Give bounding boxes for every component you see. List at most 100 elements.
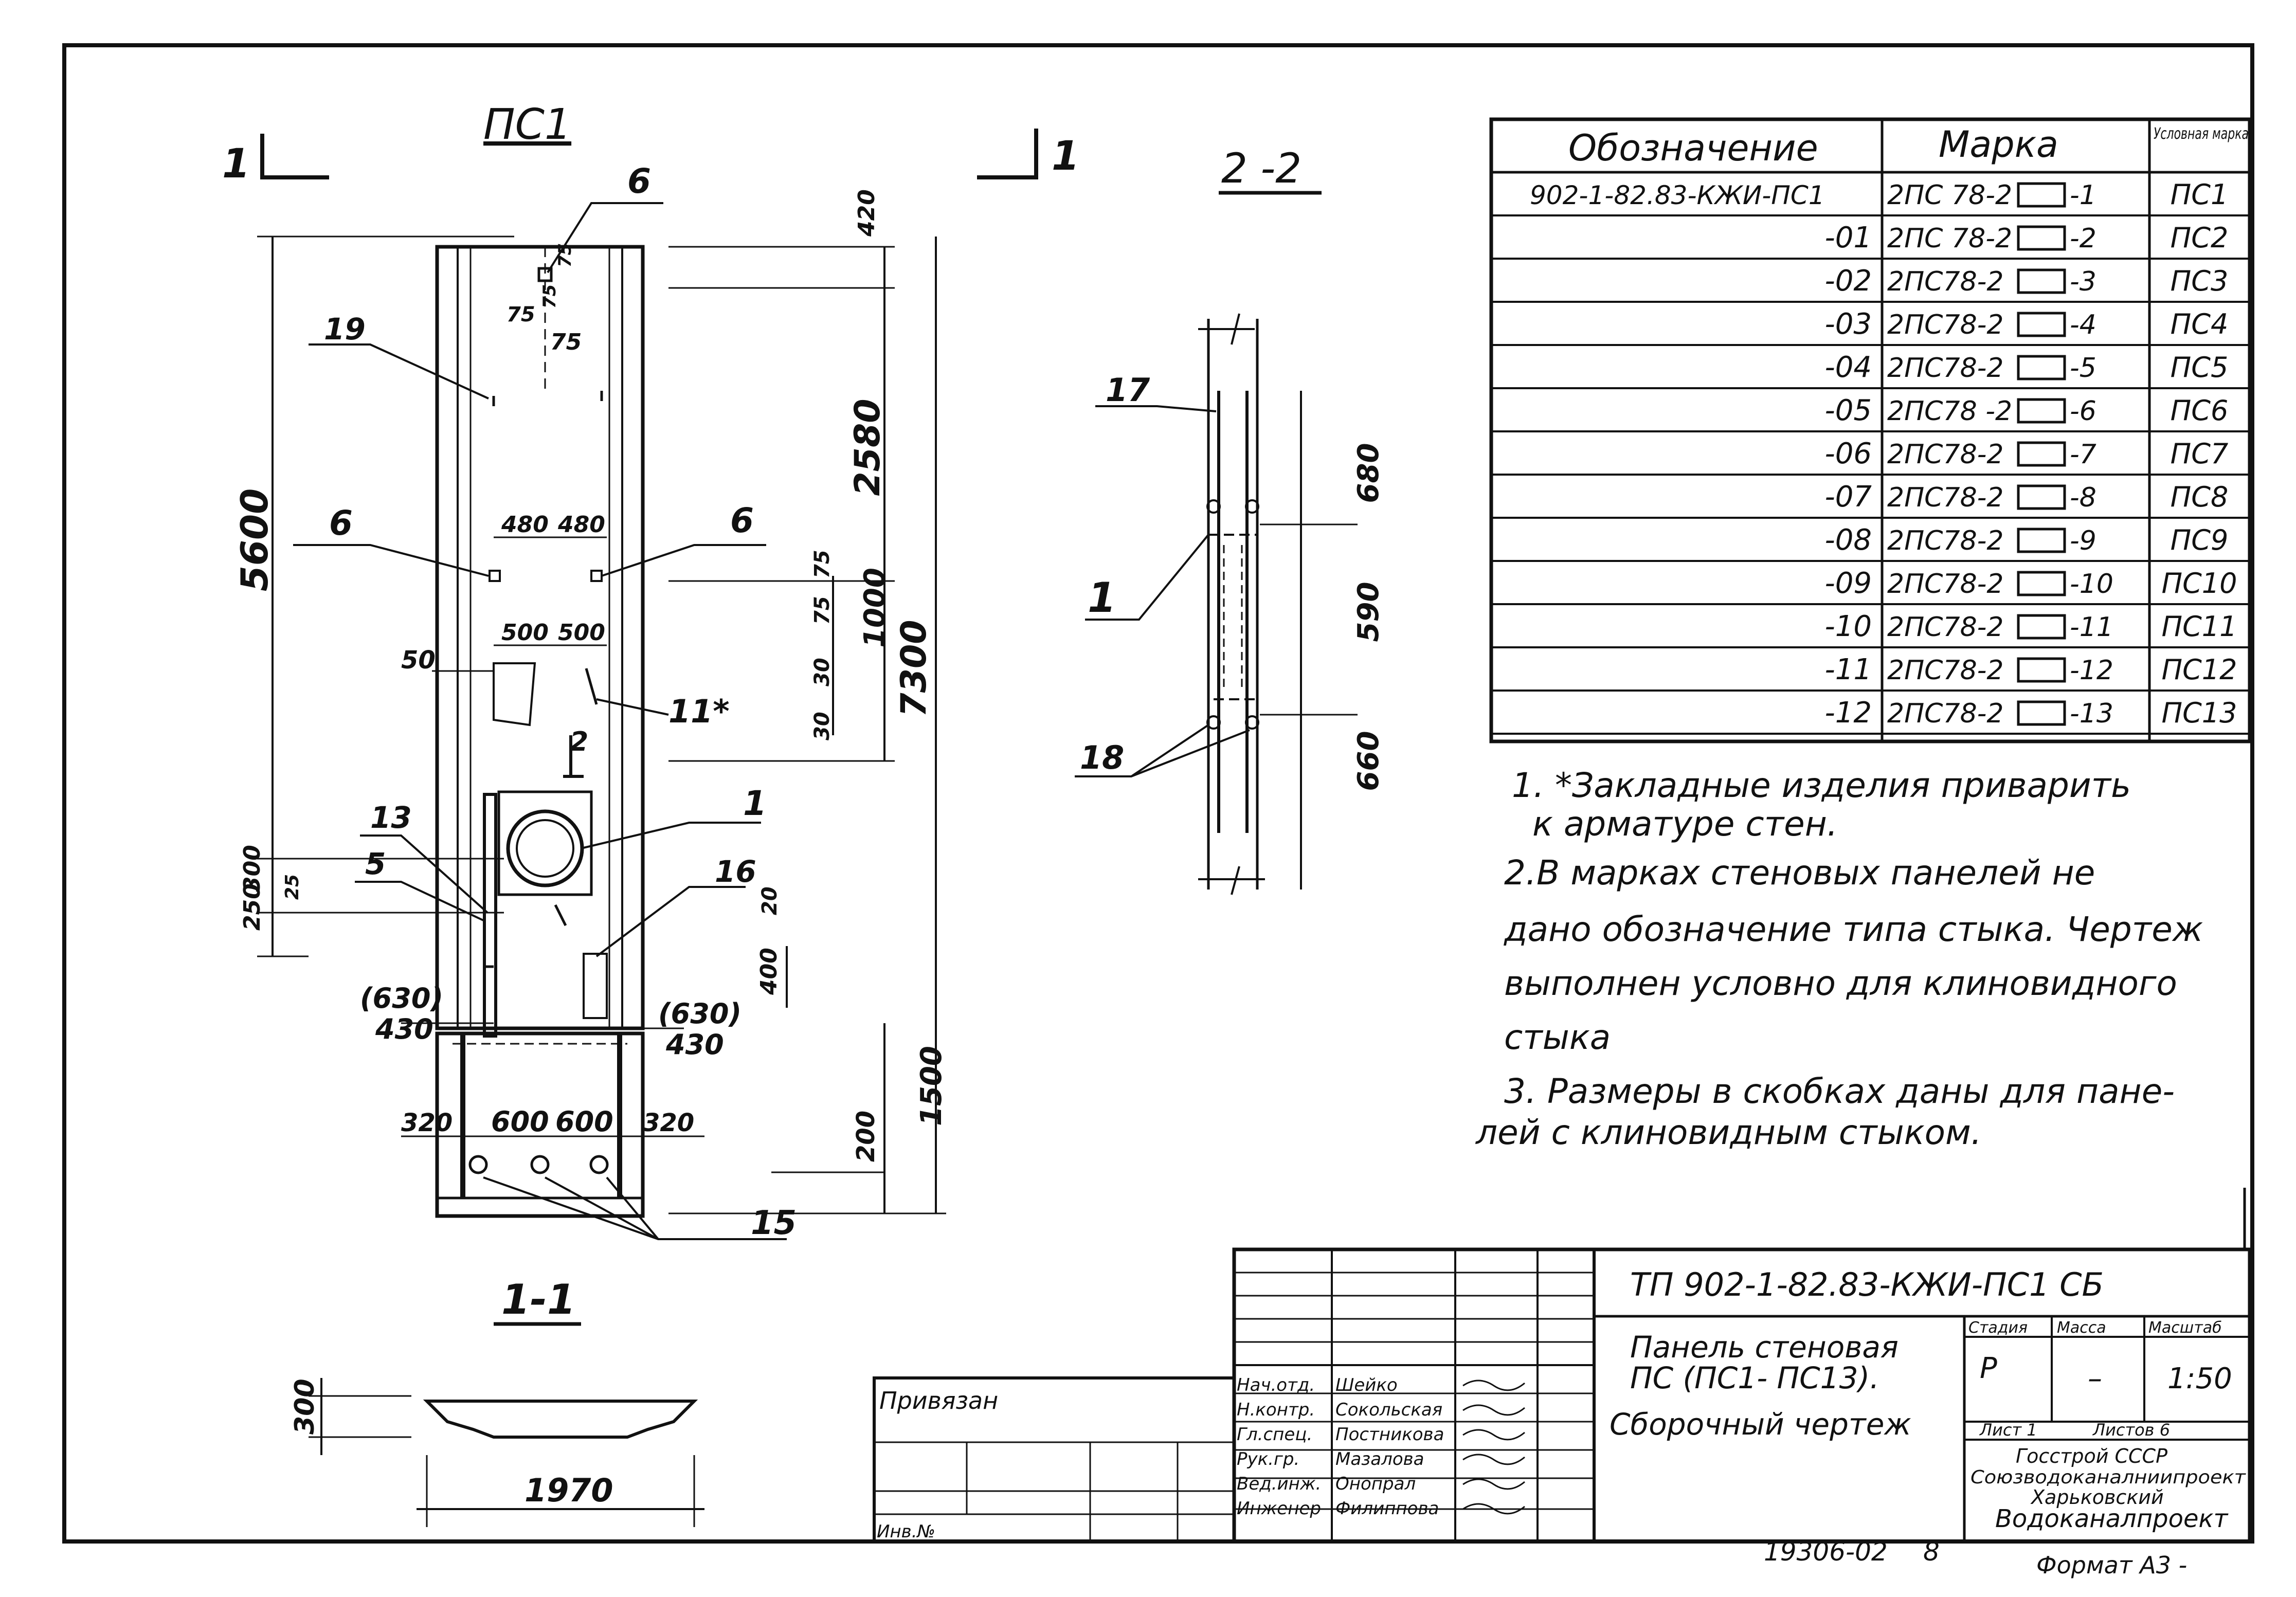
dim-600-a-label: 600 — [491, 1105, 549, 1138]
tb-role: Нач.отд. — [1237, 1375, 1315, 1395]
tb-person-name: Мазалова — [1335, 1449, 1424, 1469]
section-2-2: 2 -2 680 590 660 17 1 18 — [1075, 144, 1385, 895]
footer-format: Формат А3 - — [2036, 1551, 2187, 1579]
spec-mark-prefix: 2ПС78-2 — [1887, 482, 2004, 513]
dim-630-left-label: (630) — [360, 982, 443, 1014]
dim-320-left-label: 320 — [401, 1109, 453, 1137]
dim-400-label: 400 — [756, 948, 782, 995]
spec-designation: -11 — [1825, 653, 1872, 686]
spec-mark-prefix: 2ПС78-2 — [1887, 439, 2004, 470]
signature-mark — [1462, 1503, 1525, 1515]
tb-person-name: Филиппова — [1335, 1498, 1439, 1519]
spec-mark-suffix: -6 — [2070, 396, 2096, 427]
lifting-loop-right — [589, 1155, 609, 1174]
spec-mark-box — [2017, 441, 2066, 467]
spec-cond-mark: ПС5 — [2171, 351, 2229, 384]
tb-sheets: Листов 6 — [2092, 1420, 2170, 1440]
spec-mark-prefix: 2ПС78-2 — [1887, 353, 2004, 384]
tb-org-4: Водоканалпроект — [1995, 1504, 2229, 1533]
embedded-part-11 — [493, 662, 536, 727]
spec-cond-mark: ПС9 — [2171, 524, 2229, 556]
pipe-circle — [506, 809, 584, 887]
dim-590-label: 590 — [1352, 582, 1385, 642]
dim-420-label: 420 — [854, 189, 880, 237]
dim-5600-label: 5600 — [233, 488, 276, 591]
signature-mark — [1462, 1454, 1525, 1465]
dim-200-label: 200 — [852, 1111, 880, 1162]
section-2-mark: 2 — [570, 727, 588, 757]
callout-11: 11* — [668, 693, 730, 730]
note-line-2: к арматуре стен. — [1532, 804, 1838, 844]
dim-75-c-label: 75 — [810, 550, 834, 578]
spec-designation: 902-1-82.83-КЖИ-ПС1 — [1530, 180, 1825, 210]
spec-cond-mark: ПС13 — [2161, 697, 2237, 729]
spec-mark-box — [2017, 355, 2066, 380]
spec-mark-box — [2017, 528, 2066, 553]
spec-mark-box — [2017, 398, 2066, 424]
section-mark-left: 1 — [222, 141, 250, 187]
spec-mark-suffix: -8 — [2070, 482, 2096, 513]
callout-18: 18 — [1080, 739, 1124, 776]
callout-17: 17 — [1106, 371, 1150, 409]
spec-designation: -10 — [1825, 610, 1872, 643]
dim-500-b-label: 500 — [558, 620, 605, 646]
tb-org-2: Союзводоканалниипроект — [1970, 1467, 2246, 1488]
dim-320-right-label: 320 — [643, 1109, 694, 1137]
tb-person-name: Сокольская — [1335, 1400, 1442, 1420]
spec-header-cond-mark: Условная марка — [2154, 125, 2249, 143]
dim-50-label: 50 — [401, 646, 436, 675]
dim-1000-label: 1000 — [858, 568, 892, 648]
footer-doc-number: 19306-02 — [1764, 1537, 1888, 1567]
footer-page: 8 — [1923, 1537, 1940, 1567]
dim-430-right-label: 430 — [665, 1028, 724, 1061]
spec-mark-box — [2017, 484, 2066, 510]
note-line-4: дано обозначение типа стыка. Чертеж — [1504, 910, 2203, 949]
spec-mark-suffix: -11 — [2070, 612, 2113, 643]
dim-480-a-label: 480 — [501, 512, 549, 538]
callout-15: 15 — [751, 1204, 797, 1242]
lifting-loop-left — [468, 1155, 488, 1174]
callout-section-1: 1 — [1088, 574, 1116, 622]
title-block: Привязан Инв.№ Нач.отд.ШейкоН.контр.Соко… — [873, 1188, 2252, 1544]
dim-1500-label: 1500 — [915, 1046, 948, 1126]
spec-mark-suffix: -9 — [2070, 525, 2096, 556]
spec-mark-prefix: 2ПС78-2 — [1887, 310, 2004, 340]
notes: 1. *Закладные изделия приварить к армату… — [1475, 766, 2203, 1152]
spec-mark-box — [2017, 182, 2066, 208]
note-line-8: лей с клиновидным стыком. — [1475, 1113, 1982, 1152]
section-mark-right: 1 — [1052, 133, 1079, 179]
dim-300-section-label: 300 — [290, 1378, 320, 1435]
lifting-loop-middle — [530, 1155, 550, 1174]
spec-table: Обозначение Марка Условная марка 902-1-8… — [1489, 117, 2252, 743]
dim-250-label: 250 — [239, 883, 265, 931]
callout-5: 5 — [365, 846, 386, 881]
spec-designation: -07 — [1825, 480, 1872, 514]
spec-mark-prefix: 2ПС78 -2 — [1887, 396, 2012, 427]
spec-mark-box — [2017, 268, 2066, 294]
dim-1970-label: 1970 — [525, 1472, 613, 1509]
spec-header-mark: Марка — [1939, 123, 2058, 166]
tb-person-name: Онопрал — [1335, 1474, 1416, 1494]
callout-6-right: 6 — [730, 501, 754, 540]
dim-500-a-label: 500 — [501, 620, 549, 646]
spec-designation: -06 — [1825, 437, 1872, 470]
spec-mark-suffix: -3 — [2070, 266, 2096, 297]
tb-name-3: Сборочный чертеж — [1610, 1407, 1911, 1442]
tb-stage: Р — [1980, 1352, 1997, 1385]
dim-25-label: 25 — [282, 874, 303, 900]
tb-role: Инженер — [1237, 1498, 1321, 1519]
section-2-2-title: 2 -2 — [1221, 144, 1301, 192]
spec-mark-suffix: -13 — [2070, 698, 2113, 729]
spec-cond-mark: ПС12 — [2161, 654, 2237, 686]
main-view-title: ПС1 — [483, 100, 571, 149]
callout-6-left: 6 — [329, 503, 353, 543]
callout-6-top: 6 — [627, 161, 651, 201]
embedded-strip-13 — [483, 793, 497, 1038]
dim-430-left-label: 430 — [375, 1013, 433, 1045]
spec-mark-box — [2017, 657, 2066, 683]
spec-mark-suffix: -5 — [2070, 353, 2096, 384]
dim-2580-label: 2580 — [847, 398, 888, 496]
embedded-part-16 — [583, 953, 608, 1019]
tb-mass: – — [2088, 1362, 2102, 1395]
spec-cond-mark: ПС11 — [2161, 610, 2237, 643]
